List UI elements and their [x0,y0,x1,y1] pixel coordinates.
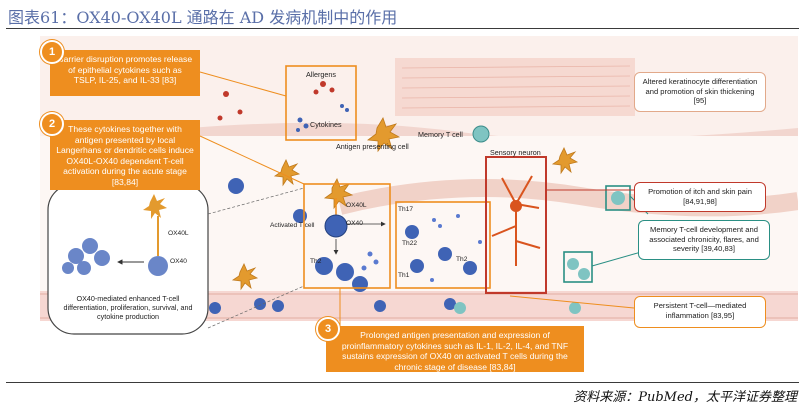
activated-t-cell-label: Activated T cell [270,222,315,229]
step-3-badge: 3 [316,317,340,341]
vessel-t-cells [254,298,456,312]
memory-t-frame-2 [563,251,593,283]
outcome-itch-text: Promotion of itch and skin pain [84,91,9… [648,187,752,206]
epidermis-texture [401,65,631,109]
step-2-box: These cytokines together with antigen pr… [50,120,200,190]
inset-ox40l-label: OX40L [168,230,189,237]
step-1-text: Barrier disruption promotes release of e… [57,54,193,85]
th1-label: Th1 [398,272,410,279]
step-3-text: Prolonged antigen presentation and expre… [341,330,569,372]
allergens-label: Allergens [306,70,336,79]
step-1-badge: 1 [40,40,64,64]
diagram-artwork [40,36,798,335]
step-3-box: Prolonged antigen presentation and expre… [326,326,584,372]
step-2-badge: 2 [40,112,64,136]
title-rule [6,28,799,29]
inset-apc [143,194,167,219]
neuron-body [510,200,522,212]
step-2-text: These cytokines together with antigen pr… [56,124,194,187]
th2-left-label: Th2 [310,258,322,265]
diagram-canvas: Barrier disruption promotes release of e… [40,36,798,378]
basal-layer [190,122,798,140]
sensory-neuron-label: Sensory neuron [490,148,541,157]
th2-right-label: Th2 [456,256,468,263]
figure-title: 图表61：OX40-OX40L 通路在 AD 发病机制中的作用 [8,8,398,27]
outcome-persistent: Persistent T-cell—mediated inflammation … [634,296,766,328]
allergen-cytokine-frame [285,65,357,141]
bottom-rule [6,382,799,383]
th-subsets-frame [395,201,491,289]
th-subset-cells [405,225,477,275]
outcome-itch: Promotion of itch and skin pain [84,91,9… [634,182,766,212]
inset-t-cell-cluster [62,238,110,275]
vessel-memory-cells [454,302,581,314]
outcome-memory-t: Memory T-cell development and associated… [638,220,770,260]
ox40-top-label: OX40 [346,220,363,227]
source-note: 资料来源：PubMed，太平洋证券整理 [573,390,797,405]
outcome-memory-t-text: Memory T-cell development and associated… [649,225,759,253]
inset-ox40-label: OX40 [170,258,187,265]
cytokines-label: Cytokines [310,120,342,129]
activated-t-cell [324,214,348,238]
allergen-dots [217,81,335,121]
sensory-neuron [491,175,541,266]
activated-t-cell-frame [303,183,391,289]
memory-t-frame-1 [605,185,631,211]
th22-label: Th22 [402,240,418,247]
inset-caption: OX40-mediated enhanced T-cell differenti… [63,294,193,321]
ox40l-top-label: OX40L [346,202,367,209]
memory-t-cell [472,125,490,143]
th17-label: Th17 [398,206,414,213]
antigen-presenting-cell-label: Antigen presenting cell [336,142,409,151]
cytokine-dots [296,104,349,132]
outcome-keratinocyte: Altered keratinocyte differentiation and… [634,72,766,112]
inset-t-cell [148,256,168,276]
memory-t-cell-label: Memory T cell [418,130,463,139]
antigen-presenting-cells [231,117,579,291]
outcome-persistent-text: Persistent T-cell—mediated inflammation … [653,301,747,320]
sensory-neuron-frame [485,156,547,294]
outcome-keratinocyte-text: Altered keratinocyte differentiation and… [642,77,758,105]
step-1-box: Barrier disruption promotes release of e… [50,50,200,96]
